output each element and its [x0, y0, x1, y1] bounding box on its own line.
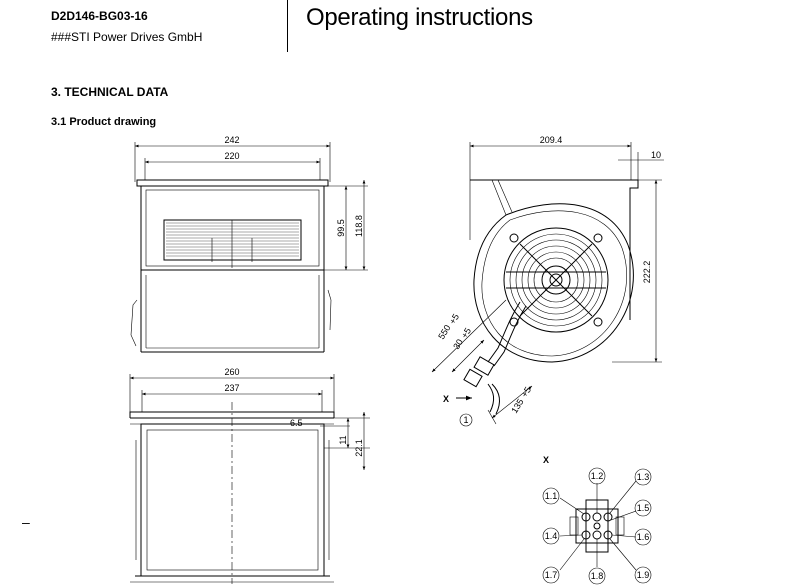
connector-view: X 1.1 1.2 1.3 1.4 1.5	[542, 455, 652, 585]
header-divider	[287, 0, 288, 52]
dim-cable-tolerance: +5	[447, 312, 461, 326]
dim-angle-tolerance: +5	[519, 385, 533, 399]
pin-label-1-2: 1.2	[591, 471, 604, 481]
side-view: 209.4 10	[431, 135, 664, 427]
dim-side-flange: 10	[651, 150, 661, 160]
dim-front-inner-width: 220	[224, 151, 239, 161]
company-name: ###STI Power Drives GmbH	[51, 30, 203, 44]
dim-side-height: 222.2	[642, 261, 652, 284]
pin-label-1-5: 1.5	[637, 503, 650, 513]
dim-top-inner-width: 237	[224, 383, 239, 393]
section-title: 3. TECHNICAL DATA	[51, 85, 169, 99]
dim-top-flange-height: 11	[338, 435, 348, 444]
view-marker-x: X	[443, 394, 449, 404]
pin-label-1-7: 1.7	[545, 570, 558, 580]
note-marker-1: 1	[463, 415, 468, 425]
dim-front-overall-width: 242	[224, 135, 239, 145]
connector-view-label: X	[543, 455, 549, 465]
dim-side-width: 209.4	[540, 135, 563, 145]
pin-label-1-4: 1.4	[545, 531, 558, 541]
pin-label-1-9: 1.9	[637, 570, 650, 580]
dim-top-height: 22.1	[354, 439, 364, 457]
pin-label-1-8: 1.8	[591, 571, 604, 581]
dim-lead-tolerance: +5	[459, 326, 473, 340]
top-view: 260 237 6.5 11 22.1	[129, 367, 370, 584]
dim-cable-length: 550	[436, 323, 452, 341]
front-view: 242 220	[130, 135, 368, 353]
dim-front-overall-height: 118.8	[354, 215, 364, 237]
pin-label-1-1: 1.1	[545, 491, 558, 501]
dim-top-overall-width: 260	[224, 367, 239, 377]
dim-angle-length: 135	[509, 397, 525, 415]
page-title: Operating instructions	[306, 4, 533, 31]
dim-lead-length: 30	[451, 337, 465, 351]
margin-dash: –	[22, 514, 30, 530]
subsection-title: 3.1 Product drawing	[51, 116, 157, 128]
dim-top-flange-offset: 6.5	[290, 418, 303, 428]
pin-label-1-3: 1.3	[637, 472, 650, 482]
pin-label-1-6: 1.6	[637, 532, 650, 542]
model-number: D2D146-BG03-16	[51, 9, 148, 23]
dim-front-inner-height: 99.5	[336, 219, 346, 237]
